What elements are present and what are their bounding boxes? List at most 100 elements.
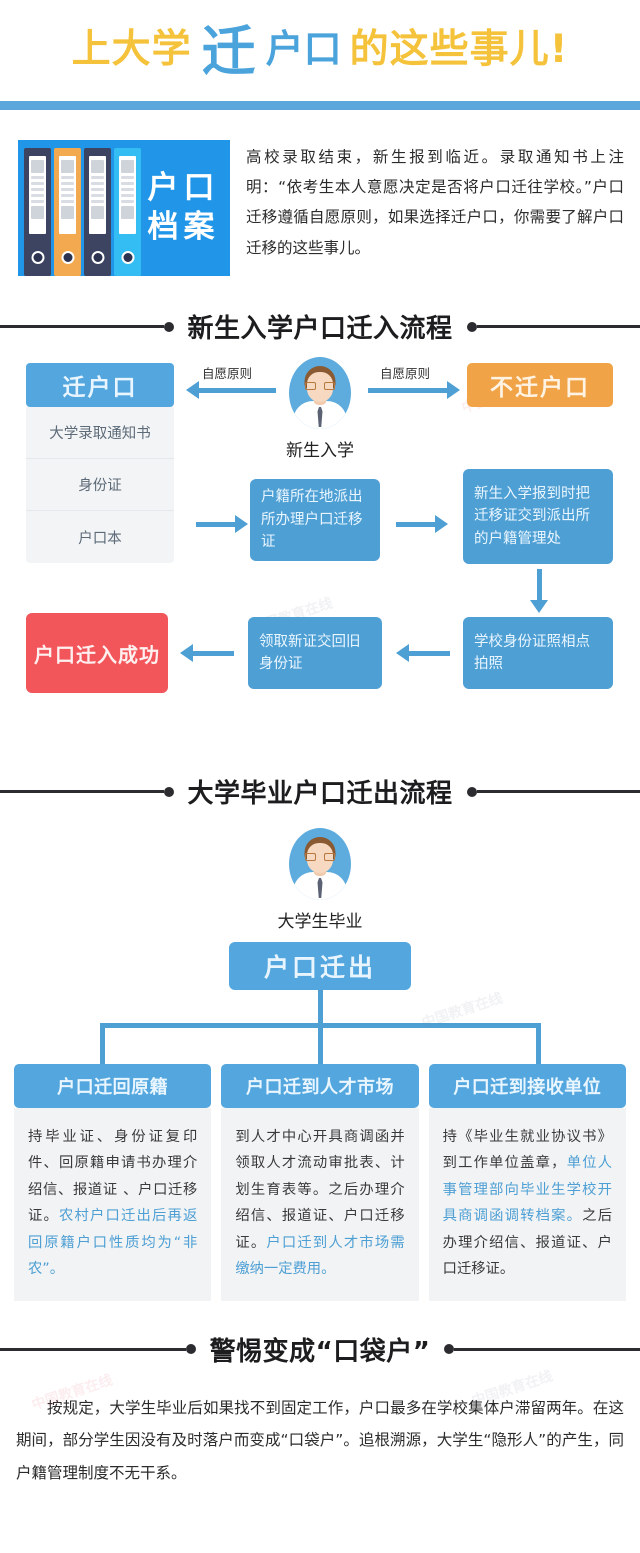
card-talent-market: 户口迁到人才市场 到人才中心开具商调函并领取人才流动审批表、计划生育表等。之后办… bbox=[221, 1064, 419, 1301]
banner-underline bbox=[0, 101, 640, 110]
success-result-box: 户口迁入成功 bbox=[26, 613, 168, 693]
graduate-avatar-group: 大学生毕业 户口迁出 bbox=[0, 820, 640, 990]
card-1-text-highlight: 户口迁到人才市场需缴纳一定费用。 bbox=[235, 1234, 405, 1278]
binder-ring-4 bbox=[121, 251, 134, 264]
binders-illustration: 户口 档案 bbox=[18, 140, 230, 276]
arrow-head-left bbox=[396, 644, 409, 662]
binder-label-1 bbox=[29, 156, 46, 234]
destination-cards: 户口迁回原籍 持毕业证、身份证复印件、回原籍申请书办理介绍信、报道证 、户口迁移… bbox=[0, 1064, 640, 1301]
tree-stem bbox=[318, 990, 323, 1026]
section-3-paragraph: 按规定，大学生毕业后如果找不到固定工作，户口最多在学校集体户滞留两年。在这期间，… bbox=[16, 1398, 624, 1482]
right-arrow-label: 自愿原则 bbox=[380, 366, 431, 381]
graduate-avatar-label: 大学生毕业 bbox=[277, 912, 363, 932]
freshman-avatar-group: 新生入学 bbox=[282, 357, 358, 461]
section-2-title: 大学毕业户口迁出流程 bbox=[187, 779, 453, 809]
section-1-line-left bbox=[0, 325, 164, 328]
document-item-0: 大学录取通知书 bbox=[26, 407, 174, 459]
section-3-line-right bbox=[454, 1347, 640, 1351]
arrow-head-right bbox=[447, 381, 460, 399]
arrow-shaft bbox=[196, 521, 235, 527]
arrow-down-to-step3 bbox=[530, 569, 548, 613]
binder-ring-1 bbox=[31, 251, 44, 264]
section-3-header: 警惕变成“口袋户” bbox=[0, 1331, 640, 1368]
card-2-text-highlight: 单位人事管理部向毕业生学校开具商调函调转档案。 bbox=[442, 1155, 612, 1225]
card-1-text-plain: 到人才中心开具商调函并领取人才流动审批表、计划生育表等。之后办理介绍信、报道证、… bbox=[235, 1129, 405, 1251]
section-3-title: 警惕变成“口袋户” bbox=[209, 1336, 431, 1367]
arrow-head-right bbox=[435, 515, 448, 533]
glasses-icon bbox=[305, 852, 335, 861]
binders-caption-line1: 户口 bbox=[147, 170, 220, 207]
card-2-body: 持《毕业生就业协议书》到工作单位盖章，单位人事管理部向毕业生学校开具商调函调转档… bbox=[428, 1108, 626, 1301]
section-1-dot-right bbox=[466, 321, 477, 332]
binder-3 bbox=[84, 148, 111, 276]
required-documents-list: 大学录取通知书 身份证 户口本 bbox=[26, 407, 174, 563]
tree-branch-right bbox=[536, 1023, 541, 1064]
section-3-line-left bbox=[0, 1347, 186, 1351]
card-2-text-plain-2: 之后办理介绍信、报道证、户口迁移证。 bbox=[442, 1208, 612, 1278]
move-hukou-header: 迁户口 bbox=[26, 363, 174, 407]
card-1-body: 到人才中心开具商调函并领取人才流动审批表、计划生育表等。之后办理介绍信、报道证、… bbox=[221, 1108, 419, 1301]
binder-label-4 bbox=[119, 156, 136, 234]
binder-group bbox=[18, 140, 141, 276]
tree-connectors: 中国教育在线 bbox=[0, 990, 640, 1064]
avatar-tie bbox=[317, 878, 323, 898]
card-0-text-highlight: 农村户口迁出后再返回原籍户口性质均为“非农”。 bbox=[28, 1208, 198, 1278]
avatar-face bbox=[307, 843, 333, 873]
section-1-dot-left bbox=[163, 321, 174, 332]
step-2-box: 新生入学报到时把迁移证交到派出所的户籍管理处 bbox=[463, 469, 613, 564]
step-1-box: 户籍所在地派出所办理户口迁移证 bbox=[250, 479, 380, 561]
arrow-shaft bbox=[368, 387, 447, 393]
arrow-to-result bbox=[180, 644, 234, 662]
card-employer-unit: 户口迁到接收单位 持《毕业生就业协议书》到工作单位盖章，单位人事管理部向毕业生学… bbox=[428, 1064, 626, 1301]
binders-caption-line2: 档案 bbox=[147, 209, 220, 245]
avatar-face bbox=[307, 372, 333, 402]
arrow-to-step1 bbox=[196, 515, 248, 533]
arrow-shaft bbox=[199, 387, 276, 393]
tree-branch-middle bbox=[318, 1023, 323, 1064]
card-return-hometown: 户口迁回原籍 持毕业证、身份证复印件、回原籍申请书办理介绍信、报道证 、户口迁移… bbox=[14, 1064, 212, 1301]
arrow-to-move bbox=[186, 381, 276, 399]
section-1-header: 新生入学户口迁入流程 bbox=[0, 308, 640, 345]
arrow-shaft bbox=[409, 650, 450, 656]
freshman-avatar-label: 新生入学 bbox=[286, 441, 354, 461]
section-3-body: 中国教育在线 中国教育在线 按规定，大学生毕业后如果找不到固定工作，户口最多在学… bbox=[0, 1368, 640, 1514]
section-2-dot-left bbox=[163, 786, 174, 797]
intro-section: 户口 档案 高校录取结束，新生报到临近。录取通知书上注明：“依考生本人意愿决定是… bbox=[0, 118, 640, 290]
document-item-1: 身份证 bbox=[26, 459, 174, 511]
section-2-header: 大学毕业户口迁出流程 bbox=[0, 773, 640, 810]
card-0-text-plain: 持毕业证、身份证复印件、回原籍申请书办理介绍信、报道证 、户口迁移证。 bbox=[28, 1129, 198, 1225]
card-2-header: 户口迁到接收单位 bbox=[428, 1064, 626, 1108]
no-move-hukou-box: 不迁户口 bbox=[467, 363, 613, 407]
graduation-flowchart: 大学生毕业 户口迁出 中国教育在线 户口迁回原籍 持毕业证、身份证复印件、回原籍… bbox=[0, 820, 640, 1301]
binder-4 bbox=[114, 148, 141, 276]
card-2-text-plain-1: 持《毕业生就业协议书》到工作单位盖章， bbox=[442, 1129, 612, 1172]
binder-label-3 bbox=[89, 156, 106, 234]
enrollment-flowchart: 中国教育在线 中国教育在线 中国教育在线 新生入学 自愿原则 自愿原 bbox=[0, 355, 640, 755]
arrow-head-left bbox=[180, 644, 193, 662]
document-item-2: 户口本 bbox=[78, 530, 122, 547]
section-2-line-left bbox=[0, 790, 164, 793]
arrow-to-nomove bbox=[368, 381, 460, 399]
title-part-shangdaxue: 上大学 bbox=[71, 26, 192, 72]
step-3-box: 学校身份证照相点拍照 bbox=[463, 617, 613, 689]
arrow-to-step2 bbox=[396, 515, 448, 533]
arrow-shaft bbox=[193, 650, 234, 656]
section-2-line-right bbox=[476, 790, 640, 793]
card-1-header: 户口迁到人才市场 bbox=[221, 1064, 419, 1108]
left-arrow-label: 自愿原则 bbox=[202, 366, 253, 381]
section-3-dot-right bbox=[444, 1344, 455, 1355]
card-0-body: 持毕业证、身份证复印件、回原籍申请书办理介绍信、报道证 、户口迁移证。农村户口迁… bbox=[14, 1108, 212, 1301]
arrow-head-right bbox=[235, 515, 248, 533]
card-0-header: 户口迁回原籍 bbox=[14, 1064, 212, 1108]
binder-ring-3 bbox=[91, 251, 104, 264]
arrow-shaft bbox=[536, 569, 542, 600]
binder-2 bbox=[54, 148, 81, 276]
binder-ring-2 bbox=[61, 251, 74, 264]
title-part-hukou: 户口 bbox=[265, 27, 342, 71]
glasses-icon bbox=[305, 381, 335, 390]
intro-paragraph: 高校录取结束，新生报到临近。录取通知书上注明：“依考生本人意愿决定是否将户口迁往… bbox=[246, 148, 624, 257]
arrow-head-left bbox=[186, 381, 199, 399]
section-3-dot-left bbox=[185, 1344, 196, 1355]
binders-caption: 户口 档案 bbox=[141, 140, 230, 276]
title-part-suffix: 的这些事儿! bbox=[349, 26, 569, 72]
